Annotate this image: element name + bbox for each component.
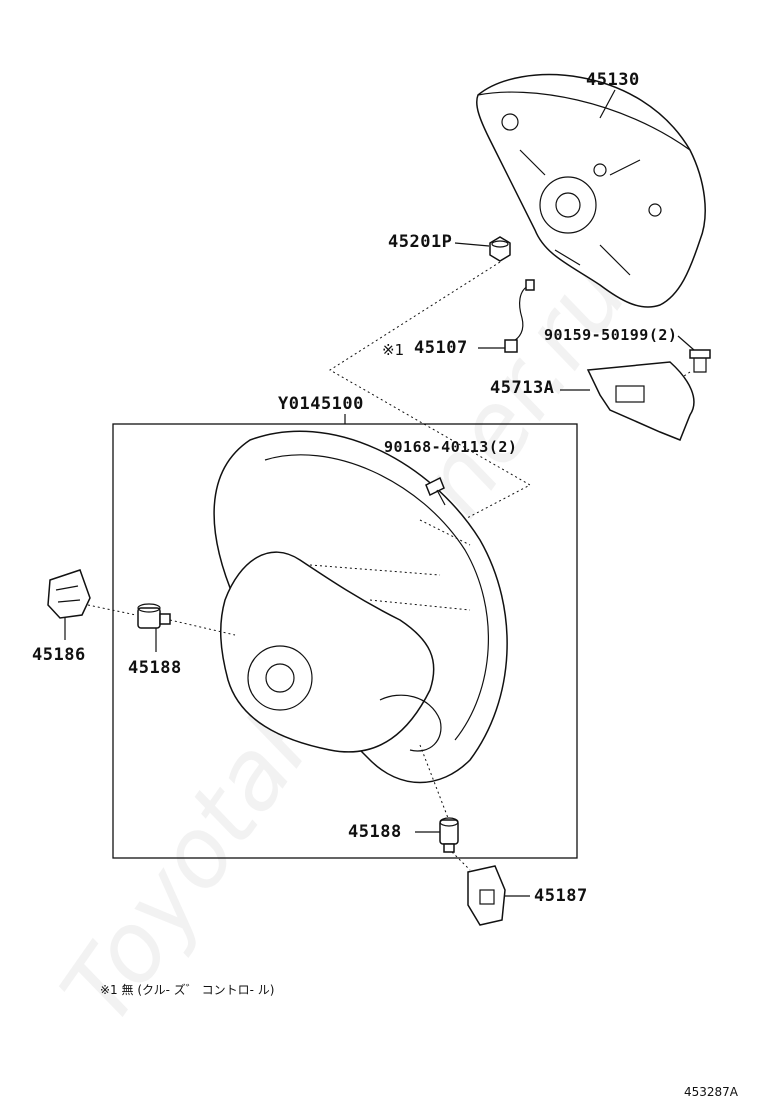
label-45713a[interactable]: 45713A xyxy=(490,378,555,398)
label-45188-left[interactable]: 45188 xyxy=(128,658,182,678)
spacer-45188-left[interactable] xyxy=(137,603,171,629)
label-45107[interactable]: 45107 xyxy=(414,338,468,358)
label-45107-prefix: ※1 xyxy=(382,341,405,359)
cover-45186[interactable] xyxy=(47,569,91,619)
label-45186[interactable]: 45186 xyxy=(32,645,86,665)
nut-45201p[interactable] xyxy=(489,236,511,262)
figure-id: 453287A xyxy=(684,1085,739,1099)
label-assembly[interactable]: Y0145100 xyxy=(278,394,364,414)
label-90168[interactable]: 90168-40113(2) xyxy=(384,438,518,456)
label-90159[interactable]: 90159-50199(2) xyxy=(544,326,678,344)
wire-harness-45107[interactable] xyxy=(504,279,535,353)
footnote: ※1 無 (クル- ズ゛ コントロ- ル) xyxy=(100,983,275,997)
airbag-pad-45130[interactable] xyxy=(476,73,706,308)
cover-45713a[interactable] xyxy=(586,361,695,441)
label-45130[interactable]: 45130 xyxy=(586,70,640,90)
spacer-45188-bottom[interactable] xyxy=(439,817,459,853)
cover-45187[interactable] xyxy=(467,865,506,926)
bolt-90168[interactable] xyxy=(425,476,446,506)
screw-90159[interactable] xyxy=(689,349,711,373)
label-45187[interactable]: 45187 xyxy=(534,886,588,906)
steering-wheel[interactable] xyxy=(213,430,508,784)
label-45201p[interactable]: 45201P xyxy=(388,232,453,252)
label-45188-bottom[interactable]: 45188 xyxy=(348,822,402,842)
